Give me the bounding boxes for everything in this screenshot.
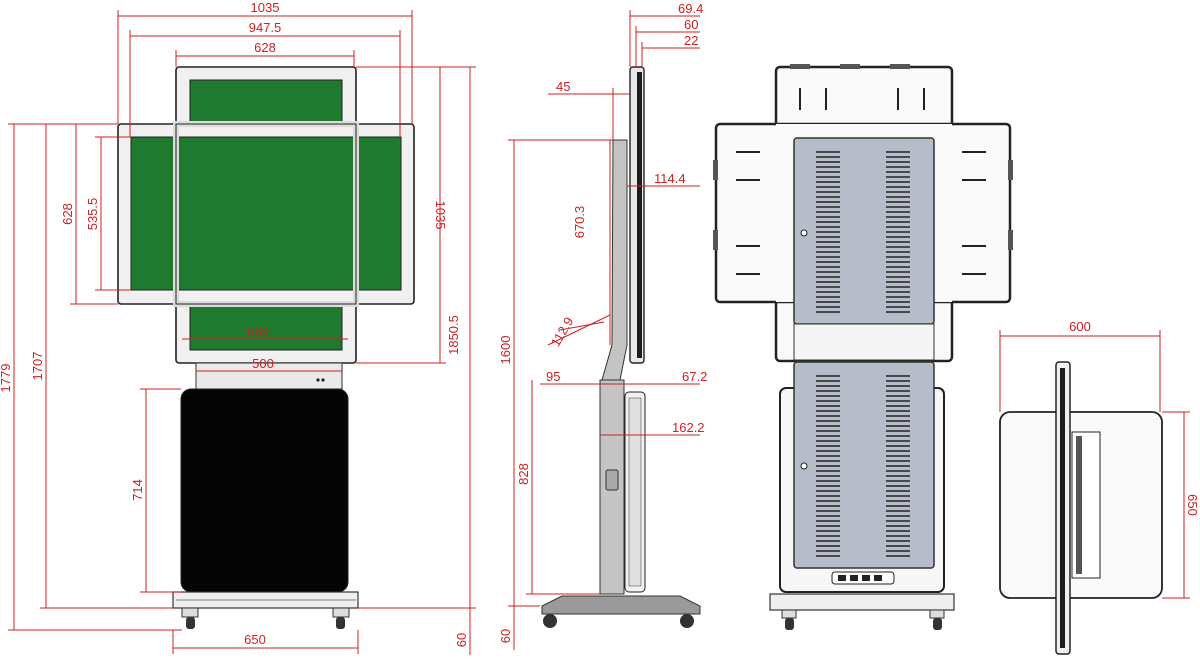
dim-500: 500 — [252, 356, 274, 371]
vent-slots — [816, 151, 910, 557]
dim-overall-width: 1035 — [251, 0, 280, 15]
dim-1779: 1779 — [0, 364, 13, 393]
dim-947: 947.5 — [249, 20, 282, 35]
dim-60-depth: 60 — [684, 17, 698, 32]
door-lock-icon — [800, 462, 808, 470]
rear-view — [713, 64, 1013, 630]
dim-714: 714 — [130, 479, 145, 501]
dim-landscape-height: 628 — [60, 203, 75, 225]
dim-569: 569 — [247, 324, 269, 339]
caster-wheel-icon — [680, 614, 694, 628]
dim-portrait-width: 628 — [254, 40, 276, 55]
caster-wheel-icon — [929, 609, 945, 630]
top-view: 600 650 — [999, 319, 1200, 655]
front-view: 1035 947.5 628 628 535.5 1035 1850.5 177… — [0, 0, 476, 655]
dim-535: 535.5 — [85, 198, 100, 231]
dim-650-top: 650 — [1185, 494, 1200, 516]
side-view: 69.4 60 22 45 114.4 670.3 112.9 1600 95 … — [498, 1, 707, 650]
dim-95: 95 — [546, 369, 560, 384]
dim-60: 60 — [454, 633, 469, 647]
dim-1850: 1850.5 — [446, 315, 461, 355]
caster-wheel-icon — [781, 609, 797, 630]
caster-wheel-icon — [543, 614, 557, 628]
dim-69: 69.4 — [678, 1, 703, 16]
dim-22: 22 — [684, 33, 698, 48]
dim-67: 67.2 — [682, 369, 707, 384]
ports-panel-icon — [831, 571, 895, 585]
dim-162: 162.2 — [672, 420, 705, 435]
dim-1035-vertical: 1035 — [433, 201, 448, 230]
dim-650: 650 — [244, 632, 266, 647]
dim-60-base: 60 — [498, 629, 513, 643]
caster-wheel-icon — [181, 607, 199, 629]
dim-112: 112.9 — [548, 314, 577, 349]
dim-1707: 1707 — [30, 352, 45, 381]
dim-45: 45 — [556, 79, 570, 94]
door-lock-icon — [800, 229, 808, 237]
dim-600: 600 — [1069, 319, 1091, 334]
dim-828: 828 — [516, 463, 531, 485]
caster-wheel-icon — [332, 607, 350, 629]
dim-1600: 1600 — [498, 336, 513, 365]
dim-670: 670.3 — [572, 206, 587, 239]
dim-114: 114.4 — [654, 171, 686, 186]
